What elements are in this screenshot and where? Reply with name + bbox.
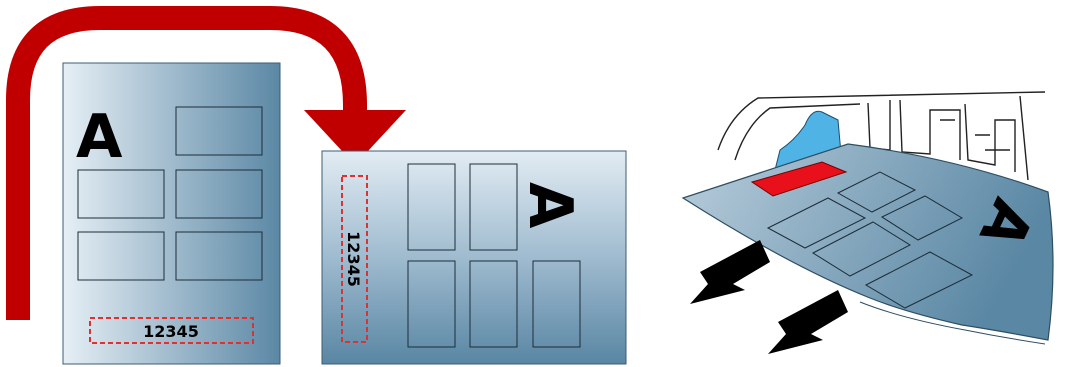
form-box [407,163,456,251]
form-box [407,260,456,348]
form-box [77,231,165,281]
form-box [175,106,263,156]
number-label-outline [89,317,254,344]
scanner-body [717,91,1046,321]
number-label: 12345 [143,322,199,341]
number-label-outline-rotated [341,175,368,343]
form-box [77,169,165,219]
number-label-rotated: 12345 [344,231,363,287]
insertion-arrow-icon [768,290,848,354]
insertion-arrow-icon [690,240,770,304]
portrait-sheet: A 12345 [62,62,281,365]
form-box [811,221,912,277]
form-box [175,169,263,219]
form-box [469,163,518,251]
form-box [532,260,581,348]
landscape-sheet: A 12345 [321,150,627,365]
sheet-letter-rotated: A [515,182,585,229]
form-box [766,197,867,249]
sheet-letter: A [76,102,123,172]
form-box [864,251,974,309]
form-box [880,195,964,241]
curved-rotation-arrow [6,6,406,320]
form-box [175,231,263,281]
scanner-illustration: A [681,91,1054,354]
form-box [836,171,917,213]
leading-edge-highlight [750,161,848,197]
form-box [469,260,518,348]
